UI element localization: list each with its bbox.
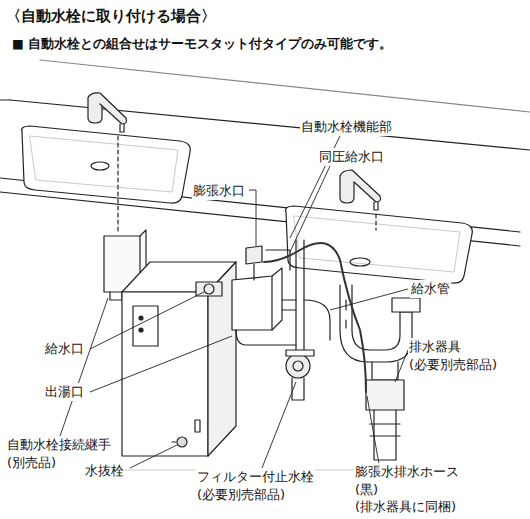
part-label: 給水管	[410, 280, 451, 298]
diagram-title: 〈自動水栓に取り付ける場合〉	[6, 6, 216, 26]
part-label: 膨張水口	[192, 182, 246, 200]
part-label: 出湯口	[44, 383, 85, 401]
part-label: 膨張水排水ホース(黒) (排水器具に同梱)	[354, 463, 460, 516]
part-label: フィルター付止水栓 (必要別売部品)	[196, 468, 315, 503]
part-label: 給水口	[44, 340, 85, 358]
part-label: 水抜栓	[84, 462, 125, 480]
part-label: 同圧給水口	[318, 148, 385, 166]
note-text: ■ 自動水栓との組合せはサーモスタット付タイプのみ可能です。	[12, 36, 392, 53]
part-label: 排水器具 (必要別売部品)	[408, 338, 498, 373]
part-label: 自動水栓機能部	[300, 118, 393, 136]
